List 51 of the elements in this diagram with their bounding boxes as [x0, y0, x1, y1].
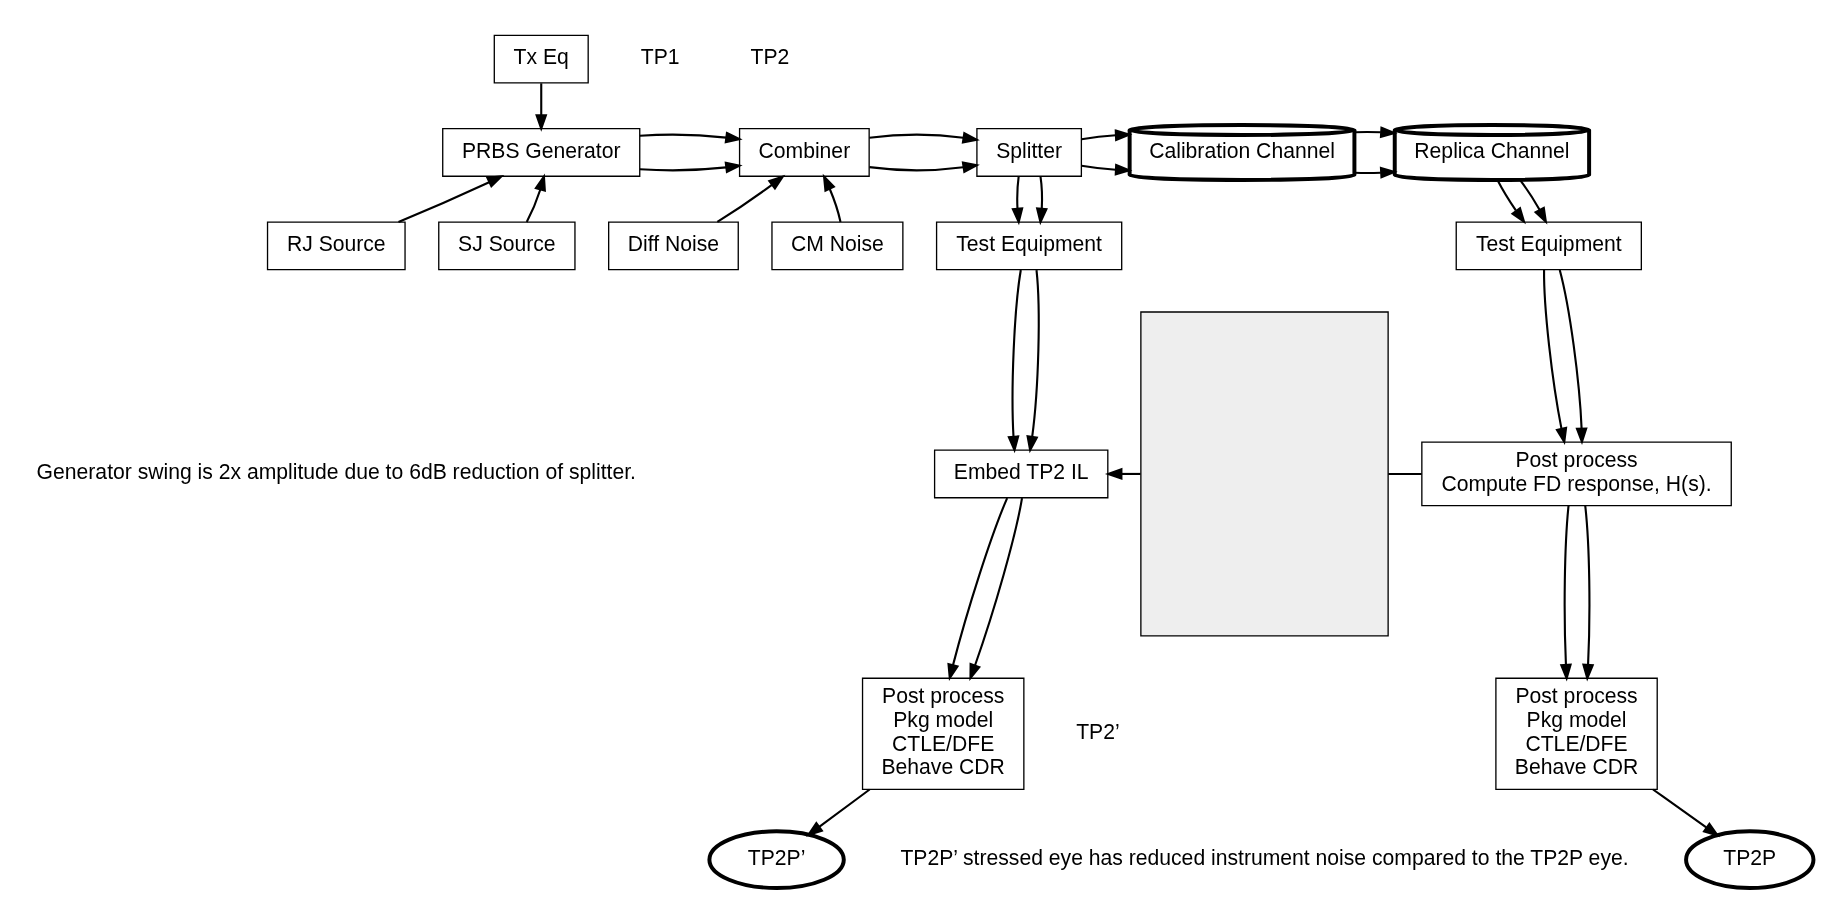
arrow: [1011, 176, 1024, 225]
arrow: [1558, 269, 1588, 445]
arrow: [1354, 166, 1398, 179]
node-ellipse: TP2P’: [707, 828, 846, 890]
arrow: [1354, 125, 1398, 138]
arrow: [822, 173, 842, 222]
node-box: Test Equipment: [935, 220, 1123, 270]
node-box: PRBS Generator: [442, 127, 641, 177]
node-box: Combiner: [738, 127, 870, 177]
arrow: [1035, 176, 1048, 225]
arrow: [1026, 269, 1040, 453]
node-box: SJ Source: [438, 220, 576, 270]
arrow: [1496, 179, 1526, 224]
node-box: Test Equipment: [1455, 220, 1642, 270]
arrow: [639, 160, 743, 174]
arrow: [1543, 269, 1568, 445]
arrow: [535, 82, 548, 132]
node-box: RJ Source: [266, 220, 406, 270]
node-box: Diff Noise: [608, 220, 739, 270]
arrow: [1519, 178, 1548, 225]
arrow: [1007, 269, 1022, 453]
node-box: Embed TP2 IL: [933, 448, 1109, 498]
node-box: CM Noise: [771, 220, 904, 270]
arrow: [716, 174, 786, 223]
node-box: Post process Pkg model CTLE/DFE Behave CDR: [1495, 677, 1658, 790]
arrow: [947, 497, 1009, 681]
node-box: Splitter: [976, 127, 1083, 177]
label: Generator swing is 2x amplitude due to 6dB reduction of splitter.: [36, 459, 636, 483]
arrow: [805, 788, 871, 837]
connector: [1388, 472, 1422, 475]
arrow: [1582, 505, 1595, 681]
label: TP2’: [1076, 719, 1120, 743]
node-box: Post process Compute FD response, H(s).: [1421, 441, 1732, 506]
arrow: [398, 174, 505, 223]
arrow: [969, 497, 1024, 681]
arrow: [1104, 467, 1141, 480]
arrow: [525, 173, 546, 222]
node-box: Post process Pkg model CTLE/DFE Behave CDR: [861, 677, 1025, 790]
node-ellipse: TP2P: [1684, 828, 1816, 890]
node-box: [1140, 310, 1389, 637]
label: TP2: [750, 44, 790, 68]
arrow: [869, 131, 980, 144]
arrow: [1081, 128, 1133, 141]
arrow: [1081, 163, 1133, 176]
arrow: [869, 160, 980, 173]
label: TP2P’ stressed eye has reduced instrument noise compared to the TP2P eye.: [900, 845, 1629, 869]
arrow: [1559, 505, 1572, 681]
arrow: [639, 130, 743, 144]
arrow: [1652, 788, 1721, 837]
label: TP1: [640, 44, 680, 68]
node-box: Tx Eq: [493, 34, 589, 84]
